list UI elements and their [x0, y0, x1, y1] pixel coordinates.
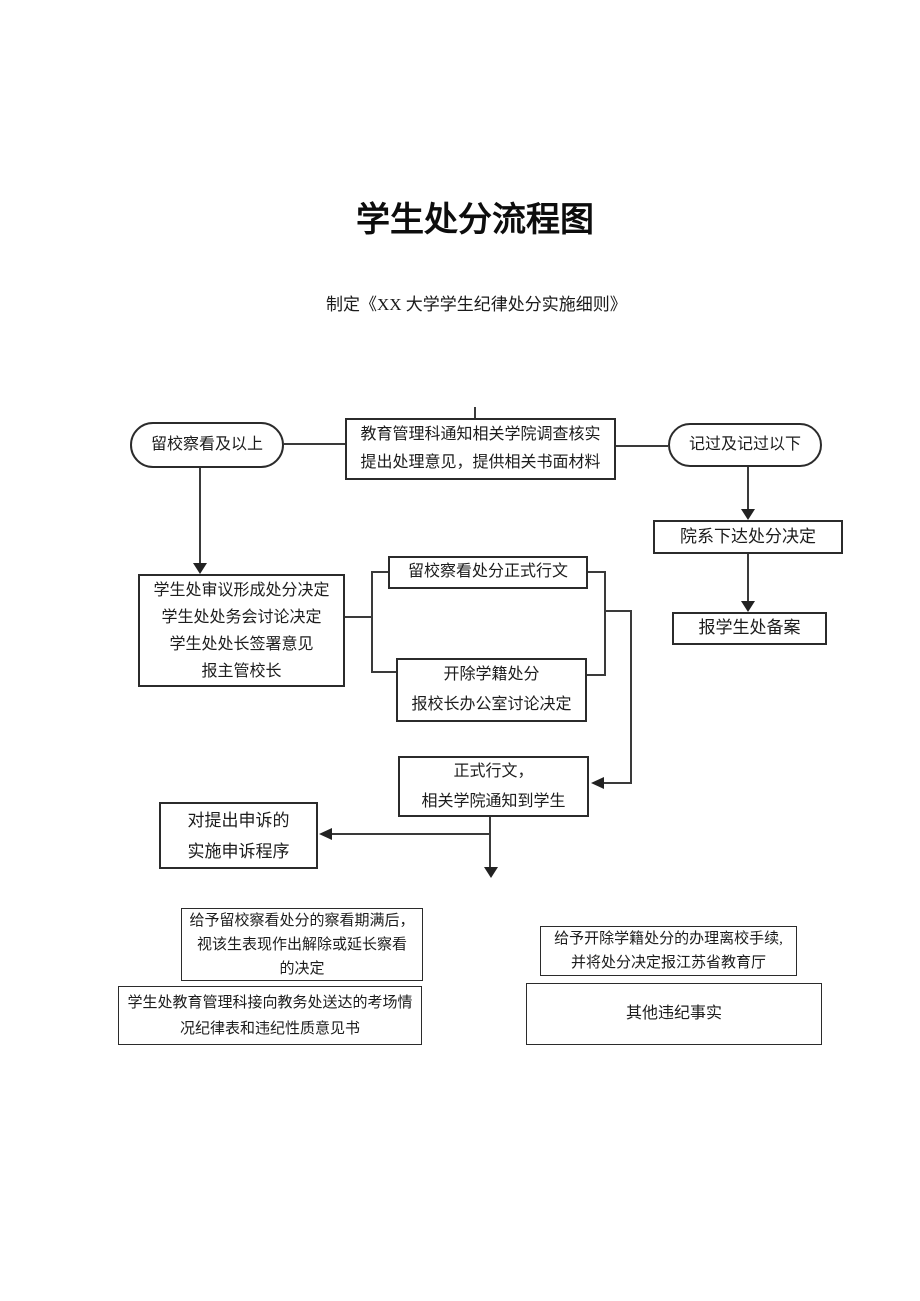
- node-label-line4: 报主管校长: [201, 662, 282, 680]
- node-label-line3: 的决定: [279, 960, 325, 977]
- node-exam-report: 学生处教育管理科接向教务处送达的考场情 况纪律表和违纪性质意见书: [118, 986, 422, 1045]
- node-label-line3: 学生处处长签署意见: [169, 635, 314, 653]
- node-probation-formal-doc: 留校察看处分正式行文: [388, 556, 588, 589]
- arrowhead-into-appeal: [319, 828, 332, 840]
- arrowhead-into-formal-notify: [591, 777, 604, 789]
- connector-formal-notify-down: [489, 817, 491, 867]
- connector-dept-down: [747, 554, 749, 602]
- node-office-review: 学生处审议形成处分决定 学生处处务会讨论决定 学生处处长签署意见 报主管校长: [138, 574, 345, 687]
- node-other-facts: 其他违纪事实: [526, 983, 822, 1045]
- node-label-line2: 况纪律表和违纪性质意见书: [179, 1020, 360, 1037]
- node-label: 院系下达处分决定: [680, 526, 816, 546]
- page-subtitle: 制定《XX 大学学生纪律处分实施细则》: [326, 295, 627, 314]
- node-label-line1: 开除学籍处分: [443, 666, 540, 683]
- connector-step-right: [604, 610, 632, 612]
- node-label-line2: 学生处处务会讨论决定: [161, 608, 322, 626]
- node-label: 留校察看及以上: [150, 435, 263, 453]
- node-label-line1: 学生处教育管理科接向教务处送达的考场情: [127, 994, 413, 1011]
- node-label-line1: 教育管理科通知相关学院调查核实: [360, 426, 601, 443]
- node-label: 记过及记过以下: [688, 435, 801, 453]
- arrowhead-into-dept-issue: [741, 509, 755, 520]
- connector-demerit-down: [747, 467, 749, 510]
- arrowhead-into-office-review: [193, 563, 207, 574]
- node-label-line1: 给予开除学籍处分的办理离校手续,: [554, 931, 783, 947]
- connector-into-expulsion-right: [587, 674, 606, 676]
- connector-notify-to-demerit: [616, 445, 668, 447]
- node-probation-and-above: 留校察看及以上: [130, 422, 284, 468]
- connector-right-vertical-short: [604, 571, 606, 676]
- node-label-line2: 报校长办公室讨论决定: [411, 696, 572, 713]
- connector-into-formal-notify: [603, 782, 632, 784]
- stray-scan-mark: [474, 407, 476, 418]
- node-dept-issue-decision: 院系下达处分决定: [653, 520, 843, 554]
- arrowhead-into-record-filing: [741, 601, 755, 612]
- node-label-line2: 相关学院通知到学生: [421, 792, 566, 810]
- connector-branch-to-expulsion: [371, 671, 396, 673]
- connector-review-right: [345, 616, 373, 618]
- node-label-line1: 给予留校察看处分的察看期满后，: [189, 912, 415, 929]
- page-title: 学生处分流程图: [356, 201, 594, 239]
- node-label: 其他违纪事实: [625, 1004, 722, 1022]
- node-formal-doc-notify: 正式行文， 相关学院通知到学生: [398, 756, 589, 817]
- connector-right-vertical-long: [630, 610, 632, 784]
- connector-branch-to-probation-doc: [371, 571, 388, 573]
- node-label-line2: 并将处分决定报江苏省教育厅: [570, 955, 766, 971]
- node-demerit-and-below: 记过及记过以下: [668, 423, 822, 467]
- node-appeal-procedure: 对提出申诉的 实施申诉程序: [159, 802, 318, 869]
- node-expulsion-leave: 给予开除学籍处分的办理离校手续, 并将处分决定报江苏省教育厅: [540, 926, 797, 976]
- node-label-line2: 提出处理意见，提供相关书面材料: [360, 454, 601, 471]
- node-label-line2: 实施申诉程序: [187, 841, 290, 861]
- node-notify-investigate: 教育管理科通知相关学院调查核实 提出处理意见，提供相关书面材料: [345, 418, 616, 480]
- node-probation-expiry: 给予留校察看处分的察看期满后， 视该生表现作出解除或延长察看 的决定: [181, 908, 423, 981]
- connector-probation-doc-right: [588, 571, 606, 573]
- node-label: 留校察看处分正式行文: [407, 563, 568, 581]
- node-expulsion-decision: 开除学籍处分 报校长办公室讨论决定: [396, 658, 587, 722]
- node-label-line1: 正式行文，: [453, 762, 534, 780]
- node-label-line1: 学生处审议形成处分决定: [153, 581, 330, 599]
- node-record-filing: 报学生处备案: [672, 612, 827, 645]
- connector-probation-down: [199, 468, 201, 564]
- connector-to-appeal: [331, 833, 490, 835]
- node-label-line1: 对提出申诉的: [187, 810, 290, 830]
- connector-probation-to-notify: [284, 443, 345, 445]
- node-label-line2: 视该生表现作出解除或延长察看: [196, 936, 407, 953]
- node-label: 报学生处备案: [698, 618, 801, 638]
- connector-branch-vertical: [371, 571, 373, 673]
- arrowhead-down-bottom: [484, 867, 498, 878]
